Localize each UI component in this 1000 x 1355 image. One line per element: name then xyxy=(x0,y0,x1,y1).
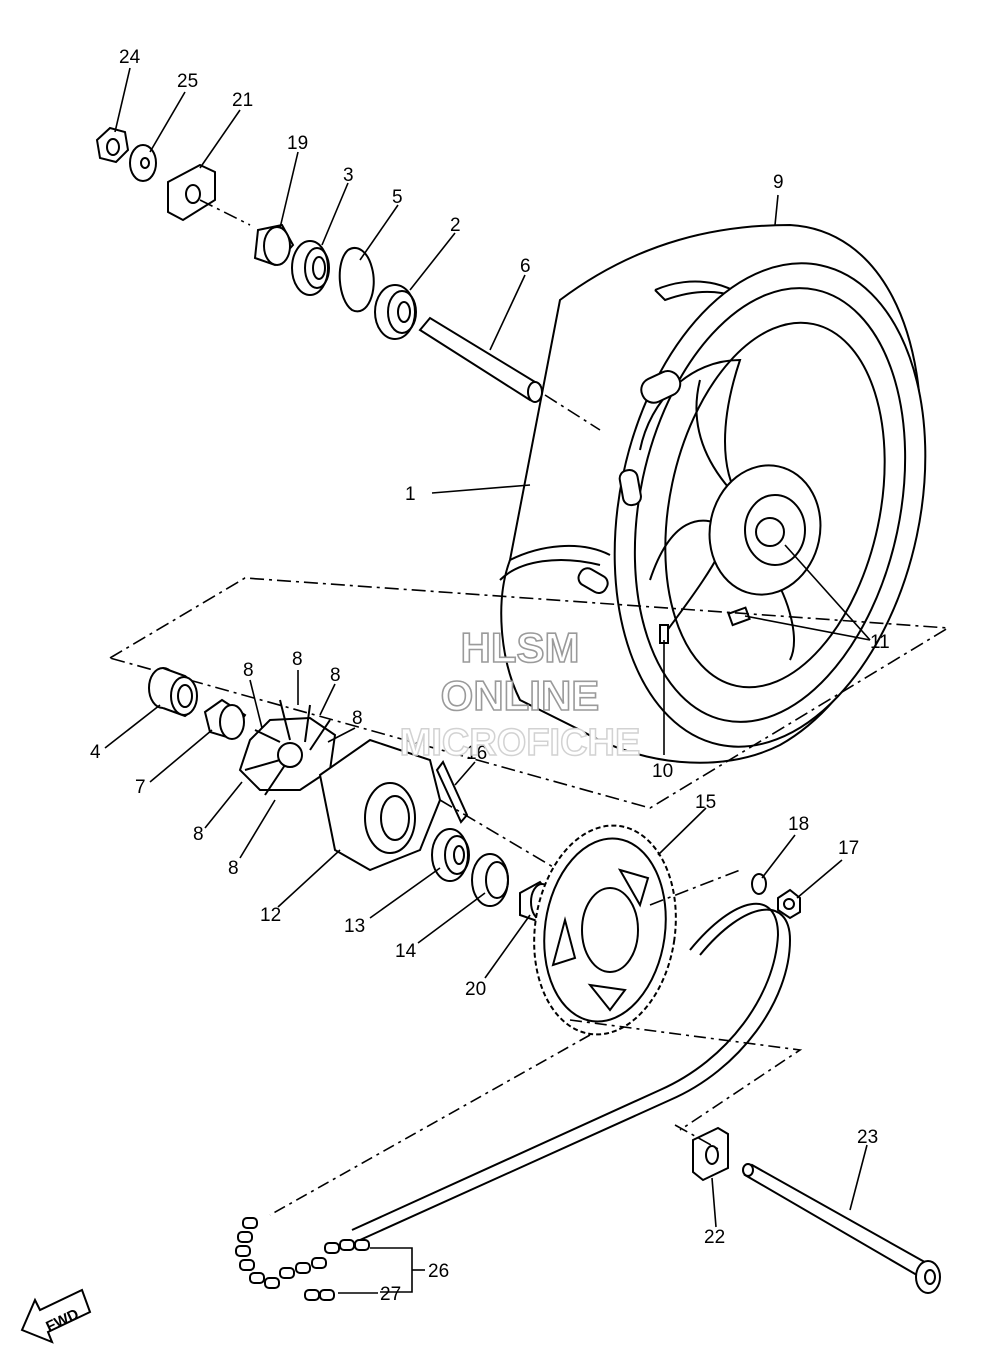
leader-lines xyxy=(104,67,871,1294)
callout-27: 27 xyxy=(380,1284,401,1305)
hub-assembly-outline xyxy=(107,577,951,809)
callout-26: 26 xyxy=(428,1261,449,1282)
callout-25: 25 xyxy=(177,71,198,92)
callout-12: 12 xyxy=(260,905,281,926)
callout-11: 11 xyxy=(870,632,890,653)
callout-14: 14 xyxy=(395,941,417,962)
axle-nut[interactable] xyxy=(95,126,130,164)
bearing-2[interactable] xyxy=(374,284,417,340)
sprocket-hub-12[interactable] xyxy=(318,738,442,872)
rear-sprocket[interactable] xyxy=(521,816,689,1043)
callout-22: 22 xyxy=(704,1227,725,1248)
callout-2: 2 xyxy=(450,215,461,236)
callout-3: 3 xyxy=(343,165,354,186)
callout-8-b: 8 xyxy=(292,649,303,670)
axle-plate-21[interactable] xyxy=(167,163,216,222)
callout-16: 16 xyxy=(466,743,487,764)
axle-plate-22[interactable] xyxy=(692,1126,729,1182)
callout-7: 7 xyxy=(135,777,146,798)
sprocket-nut-17[interactable] xyxy=(777,888,801,920)
callout-8-d: 8 xyxy=(352,708,363,729)
rear-wheel-rim[interactable] xyxy=(572,234,967,776)
bearing-13[interactable] xyxy=(431,828,470,882)
stud-bolt-16[interactable] xyxy=(435,760,469,824)
circlip-5[interactable] xyxy=(338,247,375,313)
bearing-4[interactable] xyxy=(148,667,198,718)
callout-18: 18 xyxy=(788,814,809,835)
callout-15: 15 xyxy=(695,792,716,813)
watermark-line1: HLSM xyxy=(461,624,580,671)
callout-8-c: 8 xyxy=(330,665,341,686)
chain-joint-27[interactable] xyxy=(304,1289,335,1301)
callout-19: 19 xyxy=(287,133,308,154)
watermark: HLSM ONLINE MICROFICHE xyxy=(399,623,641,765)
callout-13: 13 xyxy=(344,916,365,937)
washer-18[interactable] xyxy=(751,873,767,895)
callout-6: 6 xyxy=(520,256,531,277)
callout-9: 9 xyxy=(773,172,784,193)
spacer-6[interactable] xyxy=(418,316,543,403)
watermark-line3: MICROFICHE xyxy=(400,722,641,764)
spacer-7[interactable] xyxy=(203,698,247,740)
fwd-arrow-icon: FWD xyxy=(20,1288,92,1344)
callout-24: 24 xyxy=(119,47,141,68)
callout-8-f: 8 xyxy=(228,858,239,879)
watermark-line2: ONLINE xyxy=(441,672,600,719)
chain-links xyxy=(235,1217,370,1289)
callout-20: 20 xyxy=(465,979,486,1000)
drive-chain[interactable] xyxy=(235,902,803,1289)
collar-19[interactable] xyxy=(253,223,295,267)
rear-axle-23[interactable] xyxy=(742,1163,941,1294)
callout-21: 21 xyxy=(232,90,253,111)
callout-4: 4 xyxy=(90,742,101,763)
oil-seal-14[interactable] xyxy=(471,853,509,907)
oil-seal-3[interactable] xyxy=(291,240,330,296)
callout-8-e: 8 xyxy=(193,824,204,845)
callout-labels: 24 25 21 19 3 5 2 6 9 1 11 10 4 7 8 8 8 … xyxy=(90,47,890,1305)
damper-cluster[interactable] xyxy=(238,699,337,796)
callout-23: 23 xyxy=(857,1127,878,1148)
callout-1: 1 xyxy=(405,484,416,505)
callout-10: 10 xyxy=(652,761,673,782)
washer-25[interactable] xyxy=(129,144,157,182)
callout-5: 5 xyxy=(392,187,403,208)
callout-17: 17 xyxy=(838,838,859,859)
callout-8-a: 8 xyxy=(243,660,254,681)
